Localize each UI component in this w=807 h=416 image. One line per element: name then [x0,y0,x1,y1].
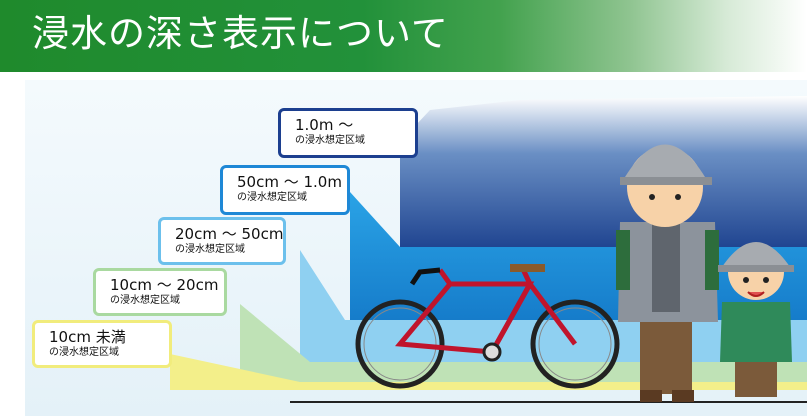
bicycle-icon [355,264,620,389]
flood-depth-illustration: 1.0m ～ の浸水想定区域 50cm ～ 1.0m の浸水想定区域 20cm … [0,72,807,416]
label-range: 1.0m ～ [295,116,354,134]
label-50cm-1m: 50cm ～ 1.0m の浸水想定区域 [220,165,350,215]
label-range: 10cm ～ 20cm [110,276,219,294]
page-header: 浸水の深さ表示について [0,0,807,72]
layer-over-1m [400,96,807,260]
label-sub: の浸水想定区域 [175,244,245,255]
label-sub: の浸水想定区域 [237,192,307,203]
label-range: 10cm 未満 [49,328,126,346]
label-under-10cm: 10cm 未満 の浸水想定区域 [32,320,172,368]
page-title: 浸水の深さ表示について [32,12,449,55]
label-sub: の浸水想定区域 [110,295,180,306]
label-range: 50cm ～ 1.0m [237,173,342,191]
label-20cm-50cm: 20cm ～ 50cm の浸水想定区域 [158,217,286,265]
adult-figure [616,144,719,402]
child-figure [718,242,794,397]
label-10cm-20cm: 10cm ～ 20cm の浸水想定区域 [93,268,227,316]
label-over-1m: 1.0m ～ の浸水想定区域 [278,108,418,158]
label-sub: の浸水想定区域 [49,347,119,358]
label-sub: の浸水想定区域 [295,135,365,146]
label-range: 20cm ～ 50cm [175,225,284,243]
